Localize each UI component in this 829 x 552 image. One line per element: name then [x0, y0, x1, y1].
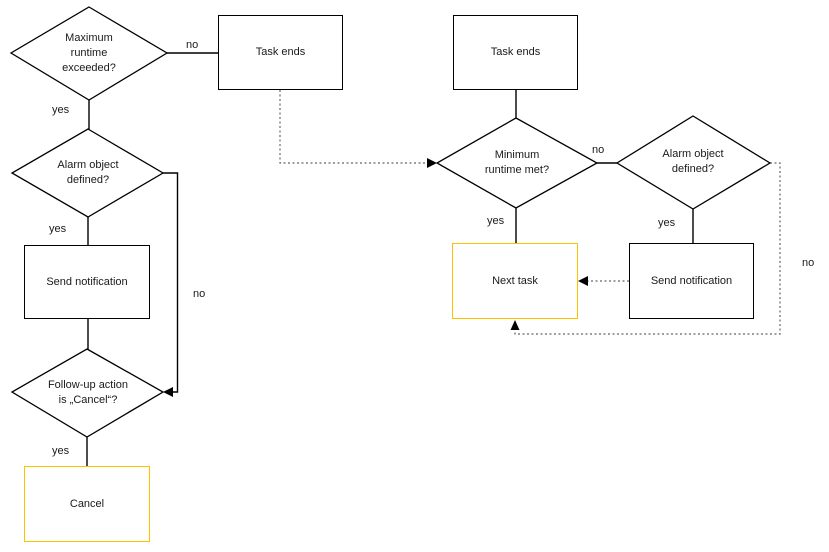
node-send-notification-right: Send notification [629, 243, 754, 319]
decision-alarm-left-shape [10, 128, 165, 218]
node-cancel: Cancel [24, 466, 150, 542]
arrowhead-into-followup [163, 387, 173, 397]
edge-label-min-runtime-no: no [592, 144, 605, 156]
node-task-ends-right: Task ends [453, 15, 578, 90]
decision-followup-shape [10, 348, 165, 438]
node-cancel-label: Cancel [69, 497, 105, 510]
edge-label-min-runtime-yes: yes [487, 215, 505, 227]
decision-max-runtime-shape [9, 6, 169, 101]
edge-label-alarm-right-yes: yes [658, 217, 676, 229]
decision-alarm-right-shape [615, 115, 772, 210]
node-send-notification-right-label: Send notification [650, 274, 733, 287]
edge-label-alarm-right-no: no [802, 257, 815, 269]
edge-alarmleft-no [163, 172, 179, 393]
arrowhead-into-nexttask-bottom [510, 320, 520, 330]
node-send-notification-left-label: Send notification [46, 275, 128, 288]
edge-label-max-runtime-yes: yes [52, 104, 70, 116]
node-task-ends-right-label: Task ends [490, 46, 541, 58]
node-task-ends-left: Task ends [218, 15, 343, 90]
edge-label-followup-yes: yes [52, 445, 70, 457]
decision-min-runtime-shape [435, 117, 599, 209]
node-next-task-label: Next task [492, 274, 538, 287]
arrowhead-into-min-runtime [427, 158, 437, 168]
arrowhead-into-nexttask-right [578, 276, 588, 286]
edge-label-max-runtime-no: no [186, 39, 199, 51]
node-next-task: Next task [452, 243, 578, 319]
node-send-notification-left: Send notification [24, 245, 150, 319]
node-task-ends-left-label: Task ends [255, 46, 306, 58]
edge-label-alarm-left-yes: yes [49, 223, 67, 235]
edge-alarm-right-no-to-nexttask-dotted [514, 162, 781, 335]
edge-label-alarm-left-no: no [193, 288, 206, 300]
edge-taskends-left-to-min-runtime-dotted [279, 90, 428, 164]
